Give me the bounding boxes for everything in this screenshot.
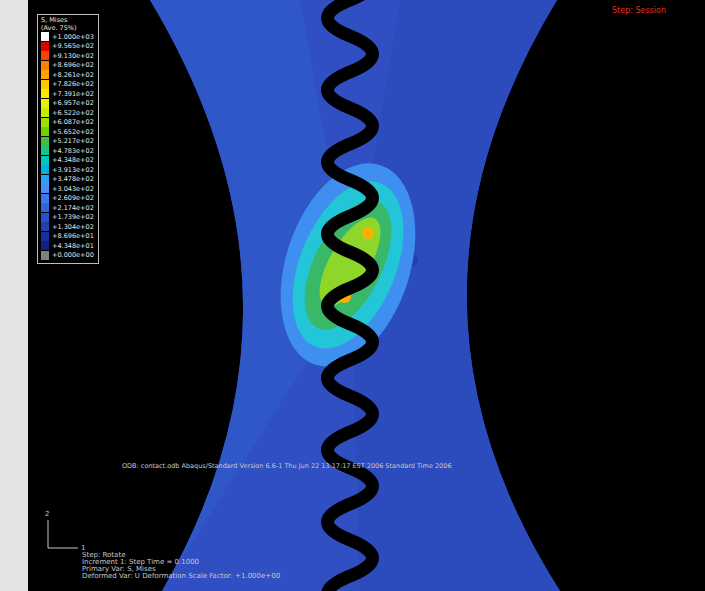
viewport-note: Increment 1: Step Time = 0.1000 bbox=[82, 558, 199, 566]
legend-swatch bbox=[41, 232, 49, 241]
legend-value: +6.522e+02 bbox=[52, 109, 94, 117]
legend-row: +6.957e+02 bbox=[41, 99, 96, 109]
legend-swatch bbox=[41, 194, 49, 203]
legend-swatch bbox=[41, 108, 49, 117]
legend-swatch bbox=[41, 203, 49, 212]
legend-row: +8.261e+02 bbox=[41, 70, 96, 80]
legend-swatch bbox=[41, 184, 49, 193]
legend-swatch bbox=[41, 80, 49, 89]
legend-row: +1.739e+02 bbox=[41, 213, 96, 223]
legend-value: +7.826e+02 bbox=[52, 80, 94, 88]
legend-row: +5.217e+02 bbox=[41, 137, 96, 147]
legend-value: +7.391e+02 bbox=[52, 90, 94, 98]
legend-row: +2.174e+02 bbox=[41, 203, 96, 213]
legend-row: +0.000e+00 bbox=[41, 251, 96, 261]
legend-swatch bbox=[41, 222, 49, 231]
legend-value: +4.348e+02 bbox=[52, 156, 94, 164]
viewport-note: Step: Session bbox=[612, 6, 666, 16]
legend-row: +1.000e+03 bbox=[41, 32, 96, 42]
axis-triad bbox=[48, 520, 49, 548]
legend-value: +1.304e+02 bbox=[52, 223, 94, 231]
legend-swatch bbox=[41, 70, 49, 79]
legend-value: +1.000e+03 bbox=[52, 33, 94, 41]
legend-value: +3.913e+02 bbox=[52, 166, 94, 174]
legend-swatch bbox=[41, 241, 49, 250]
legend-value: +5.652e+02 bbox=[52, 128, 94, 136]
legend-swatch bbox=[41, 251, 49, 260]
legend-value: +9.130e+02 bbox=[52, 52, 94, 60]
legend-value: +5.217e+02 bbox=[52, 137, 94, 145]
legend-row: +2.609e+02 bbox=[41, 194, 96, 204]
viewport-note: Step: Rotate bbox=[82, 551, 125, 559]
legend-swatch bbox=[41, 51, 49, 60]
legend-row: +4.348e+02 bbox=[41, 156, 96, 166]
legend-swatch bbox=[41, 99, 49, 108]
legend-row: +4.783e+02 bbox=[41, 146, 96, 156]
legend-title: S, Mises bbox=[41, 17, 96, 25]
legend-swatch bbox=[41, 137, 49, 146]
stress-contour bbox=[308, 209, 393, 316]
legend-row: +3.913e+02 bbox=[41, 165, 96, 175]
legend-value: +4.348e+01 bbox=[52, 242, 94, 250]
legend-swatch bbox=[41, 42, 49, 51]
viewport-note: Primary Var: S, Mises bbox=[82, 565, 156, 573]
legend-row: +7.391e+02 bbox=[41, 89, 96, 99]
legend-value: +8.696e+01 bbox=[52, 232, 94, 240]
legend-swatch bbox=[41, 61, 49, 70]
legend-value: +0.000e+00 bbox=[52, 251, 94, 259]
legend-row: +9.565e+02 bbox=[41, 42, 96, 52]
legend-row: +4.348e+01 bbox=[41, 241, 96, 251]
legend-value: +9.565e+02 bbox=[52, 42, 94, 50]
viewport-note: Deformed Var: U Deformation Scale Factor… bbox=[82, 572, 280, 580]
legend-value: +8.696e+02 bbox=[52, 61, 94, 69]
legend-row: +7.826e+02 bbox=[41, 80, 96, 90]
legend-row: +8.696e+02 bbox=[41, 61, 96, 71]
legend-value: +6.087e+02 bbox=[52, 118, 94, 126]
tooth-gap bbox=[328, 0, 373, 591]
legend-swatch bbox=[41, 213, 49, 222]
legend-row: +3.478e+02 bbox=[41, 175, 96, 185]
legend-swatch bbox=[41, 89, 49, 98]
legend-row: +6.087e+02 bbox=[41, 118, 96, 128]
legend-swatch bbox=[41, 165, 49, 174]
legend-value: +6.957e+02 bbox=[52, 99, 94, 107]
legend-row: +5.652e+02 bbox=[41, 127, 96, 137]
legend-value: +4.783e+02 bbox=[52, 147, 94, 155]
legend-swatch bbox=[41, 175, 49, 184]
legend-swatch bbox=[41, 146, 49, 155]
stress-hotspot bbox=[362, 227, 374, 239]
legend-value: +2.609e+02 bbox=[52, 194, 94, 202]
axis-triad bbox=[48, 548, 78, 549]
legend-swatch bbox=[41, 32, 49, 41]
legend-row: +9.130e+02 bbox=[41, 51, 96, 61]
legend-title: (Ave. 75%) bbox=[41, 25, 96, 33]
legend-row: +8.696e+01 bbox=[41, 232, 96, 242]
legend-swatch bbox=[41, 118, 49, 127]
axis-label: 2 bbox=[45, 510, 49, 518]
legend-row: +1.304e+02 bbox=[41, 222, 96, 232]
legend-swatch bbox=[41, 127, 49, 136]
legend-row: +3.043e+02 bbox=[41, 184, 96, 194]
legend-value: +1.739e+02 bbox=[52, 213, 94, 221]
legend-row: +6.522e+02 bbox=[41, 108, 96, 118]
legend-value: +8.261e+02 bbox=[52, 71, 94, 79]
legend-value: +3.478e+02 bbox=[52, 175, 94, 183]
legend-value: +3.043e+02 bbox=[52, 185, 94, 193]
stress-contour bbox=[271, 165, 426, 364]
legend-swatch bbox=[41, 156, 49, 165]
legend-value: +2.174e+02 bbox=[52, 204, 94, 212]
contour-legend: S, Mises(Ave. 75%)+1.000e+03+9.565e+02 +9… bbox=[37, 14, 99, 264]
viewport-note: ODB: contact.odb Abaqus/Standard Version… bbox=[122, 462, 452, 470]
axis-label: 1 bbox=[81, 544, 85, 552]
